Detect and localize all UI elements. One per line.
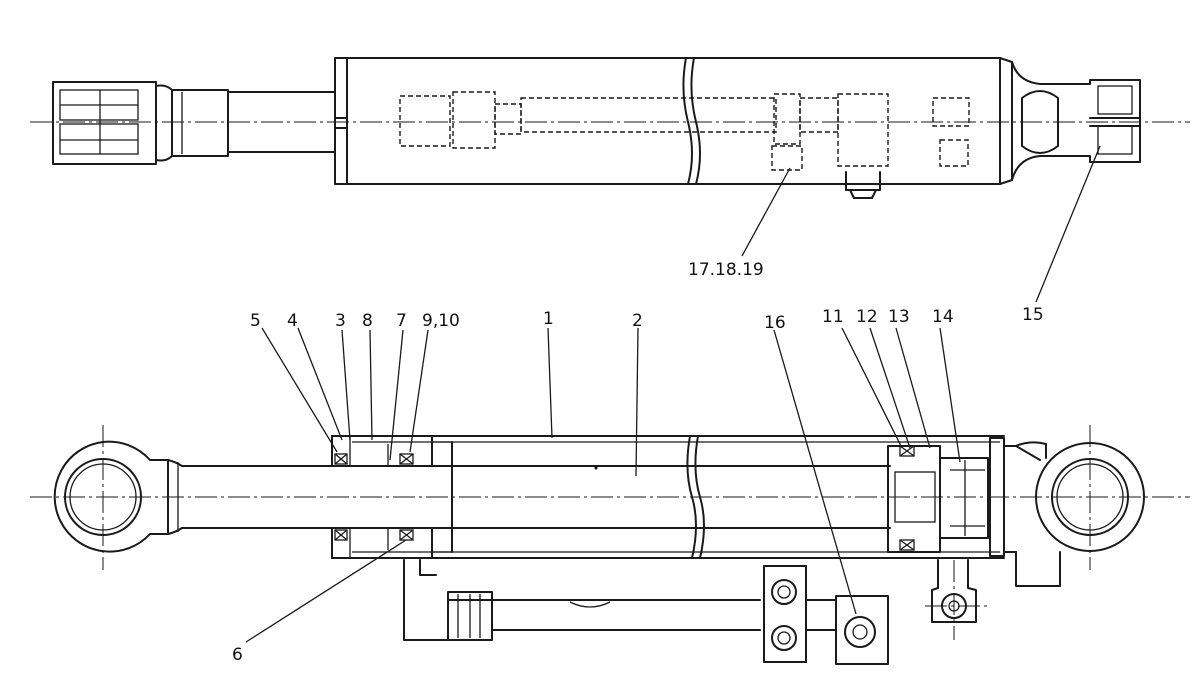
end-cap xyxy=(989,437,1061,587)
label-14: 14 xyxy=(932,307,954,327)
label-3: 3 xyxy=(335,311,346,331)
label-5: 5 xyxy=(250,311,261,331)
top-barrel xyxy=(334,57,1013,199)
label-4: 4 xyxy=(287,311,298,331)
right-cap-eye xyxy=(1015,442,1145,552)
piston-assembly xyxy=(887,445,989,553)
top-right-clevis xyxy=(1011,61,1141,181)
pipe-clamp-bracket xyxy=(763,565,807,663)
top-rod xyxy=(227,91,336,153)
section-view: 5 4 3 8 7 9,10 1 2 16 11 12 13 14 6 xyxy=(30,307,1190,665)
label-12: 12 xyxy=(856,307,878,327)
label-2: 2 xyxy=(632,311,643,331)
label-9-10: 9,10 xyxy=(422,311,460,331)
gland-seal-lower xyxy=(399,529,414,541)
label-8: 8 xyxy=(362,311,373,331)
label-15: 15 xyxy=(1022,305,1044,325)
barrel-tube xyxy=(331,435,1005,559)
top-left-clevis xyxy=(52,81,229,165)
leader-15 xyxy=(1035,145,1101,303)
label-7: 7 xyxy=(396,311,407,331)
label-11: 11 xyxy=(822,307,844,327)
label-1: 1 xyxy=(543,309,554,329)
cap-end-port xyxy=(925,559,990,640)
label-13: 13 xyxy=(888,307,910,327)
left-rod-eye xyxy=(53,440,229,553)
pipe-end-fitting xyxy=(835,595,889,665)
piston-seal-lower xyxy=(899,539,915,551)
leader-lines xyxy=(245,327,961,643)
label-17-18-19: 17.18.19 xyxy=(688,260,764,280)
label-16: 16 xyxy=(764,313,786,333)
leader-17-18-19 xyxy=(741,167,791,257)
rod-seal-upper xyxy=(334,453,348,465)
gland-seal-upper xyxy=(399,453,414,465)
top-view: 17.18.19 15 xyxy=(30,57,1190,325)
rod-seal-lower xyxy=(334,529,348,541)
label-6: 6 xyxy=(232,645,243,665)
hydraulic-pipe xyxy=(403,559,837,641)
